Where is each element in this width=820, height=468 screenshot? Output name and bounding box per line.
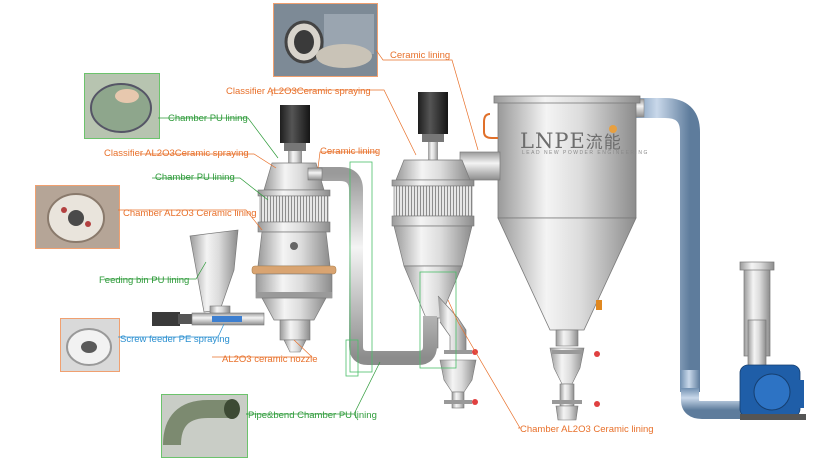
photo-ceramic-lining-pipe [273,3,378,77]
screw-feeder [152,312,265,326]
pipe-bend-photo-image [162,395,247,457]
photo-chamber-ceramic [35,185,120,249]
photo-chamber-pu-lining [84,73,160,139]
classifier-right [391,92,478,409]
label-ceramic-lining-mid: Ceramic lining [320,146,381,157]
brand-logo: LNPE流能 [520,128,622,153]
brand-logo-text: LNPE [520,129,586,153]
blower [739,261,806,420]
label-chamber-pu-lining-2: Chamber PU lining [155,172,235,183]
label-feeding-bin: Feeding bin PU lining [99,275,190,286]
brand-logo-subtitle: LEAD NEW POWDER ENGINEERING [522,150,649,156]
label-chamber-pu-lining-1: Chamber PU lining [168,113,248,124]
label-classifier-spraying-right: Classifier AL2O3Ceramic spraying [226,86,371,97]
feeding-bin [189,229,239,319]
brand-logo-cn: 流能 [585,133,622,153]
label-ceramic-lining-top: Ceramic lining [390,50,451,61]
label-chamber-al2o3-bottom: Chamber AL2O3 Ceramic lining [520,424,654,435]
exhaust-pipe [629,98,760,419]
label-chamber-al2o3-left: Chamber AL2O3 Ceramic lining [123,208,257,219]
label-nozzle: AL2O3 ceramic nozzle [222,354,318,365]
photo-pipe-bend [161,394,248,458]
screw-feeder-photo-image [61,319,119,371]
chamber-photo-image [85,74,159,138]
label-pipe-bend: Pipe&bend Chamber PU lining [248,410,377,421]
label-screw-feeder: Screw feeder PE spraying [120,334,230,345]
logo-badge-icon [609,125,617,133]
cyclone-collector [459,95,641,421]
photo-screw-feeder [60,318,120,372]
label-classifier-spraying-left: Classifier AL2O3Ceramic spraying [104,148,249,159]
ceramic-chamber-photo-image [36,186,119,248]
jet-mill [251,105,337,353]
pipe-photo-image [274,4,377,76]
